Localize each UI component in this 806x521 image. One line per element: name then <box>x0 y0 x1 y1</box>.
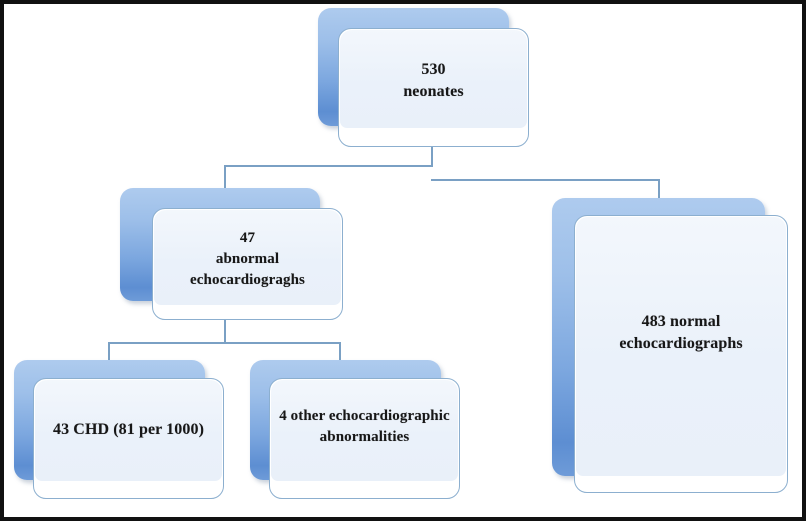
node-total-neonates[interactable]: 530 neonates <box>318 8 530 148</box>
node-label-chd-cases: 43 CHD (81 per 1000) <box>52 421 205 438</box>
node-abnormal-echocardiograghs[interactable]: 47 abnormal echocardiograghs <box>120 188 344 321</box>
connector-abnormal-stem <box>224 320 226 343</box>
connector-abnormal-to-other-drop <box>339 342 341 364</box>
node-chd-cases[interactable]: 43 CHD (81 per 1000) <box>14 360 226 500</box>
connector-root-to-normal-horizontal <box>431 179 660 181</box>
node-label-line-2: neonates <box>403 83 464 101</box>
node-face <box>269 378 460 499</box>
connector-root-to-normal-drop <box>658 179 660 201</box>
node-label-abnormal-echocardiograghs: 47 abnormal echocardiograghs <box>144 228 351 291</box>
connector-root-to-abnormal-horizontal <box>224 165 433 167</box>
node-label-line-3: echocardiograghs <box>190 272 305 288</box>
node-label-line-2: echocardiographs <box>619 335 743 353</box>
node-label-line-1: 47 <box>239 230 256 246</box>
connector-root-stem <box>431 145 433 167</box>
node-label-line-1: 483 normal <box>641 313 721 330</box>
node-label-line-1: 530 <box>421 61 446 78</box>
node-normal-echocardiographs[interactable]: 483 normal echocardiographs <box>552 198 792 494</box>
node-face <box>152 208 343 320</box>
node-label-total-neonates: 530 neonates <box>338 59 529 104</box>
node-label-normal-echocardiographs: 483 normal echocardiographs <box>574 311 788 356</box>
node-other-abnormalities[interactable]: 4 other echocardiographic abnormalities <box>250 360 462 500</box>
node-face <box>574 215 788 493</box>
connector-abnormal-to-chd-drop <box>108 342 110 364</box>
connector-abnormal-split-horizontal <box>108 342 341 344</box>
node-face <box>33 378 224 499</box>
node-label-line-2: abnormal <box>215 251 280 267</box>
node-label-other-abnormalities: 4 other echocardiographic abnormalities <box>279 408 450 445</box>
node-face <box>338 28 529 147</box>
connector-root-to-abnormal-drop <box>224 165 226 198</box>
